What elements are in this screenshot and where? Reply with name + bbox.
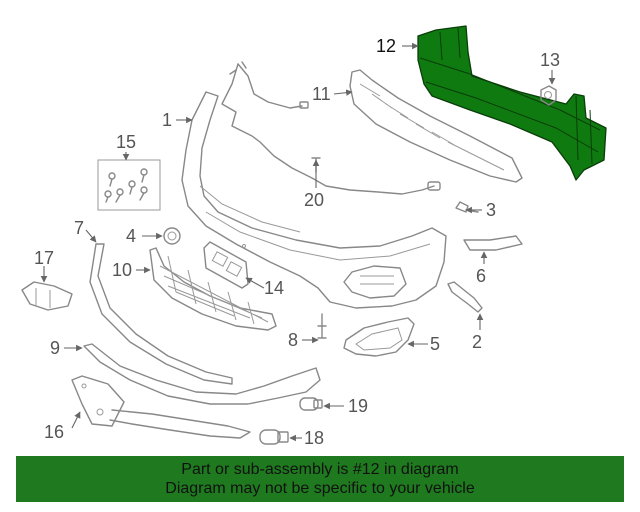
- lower-grille-part-10[interactable]: [149, 247, 277, 331]
- callout-1: 1: [162, 110, 172, 130]
- callout-17: 17: [34, 248, 54, 268]
- clips-kit-part-15[interactable]: [97, 159, 161, 211]
- callout-16: 16: [44, 422, 64, 442]
- parts-diagram: 12 13 11 1 15 20 3 4 7 6 10 17 14 2 8 5 …: [21, 25, 607, 448]
- callout-14: 14: [264, 278, 284, 298]
- energy-absorber-part-11[interactable]: [349, 69, 523, 183]
- banner-line-1: Part or sub-assembly is #12 in diagram: [181, 461, 459, 478]
- bumper-cover-part-1[interactable]: [181, 91, 447, 309]
- info-banner: Part or sub-assembly is #12 in diagram D…: [16, 456, 624, 502]
- stud-part-8[interactable]: [317, 313, 327, 339]
- side-trim-part-6[interactable]: [463, 235, 523, 251]
- callout-13: 13: [540, 50, 560, 70]
- fog-bezel-part-5[interactable]: [343, 317, 415, 357]
- callout-7: 7: [74, 218, 84, 238]
- callout-5: 5: [430, 334, 440, 354]
- callout-4: 4: [126, 226, 136, 246]
- reinforcement-bar-part-12[interactable]: [417, 25, 607, 181]
- nut-part-13[interactable]: [540, 85, 557, 106]
- callout-20: 20: [304, 190, 324, 210]
- callout-2: 2: [472, 332, 482, 352]
- lower-lip-part-9[interactable]: [83, 343, 321, 405]
- sensor-part-19[interactable]: [299, 397, 323, 411]
- leader-lines: [40, 42, 556, 442]
- sensor-part-18[interactable]: [259, 429, 289, 445]
- callout-8: 8: [288, 330, 298, 350]
- callout-9: 9: [50, 338, 60, 358]
- banner-line-2: Diagram may not be specific to your vehi…: [165, 480, 475, 497]
- skid-plate-part-16[interactable]: [71, 375, 251, 439]
- bracket-part-2[interactable]: [447, 281, 483, 313]
- callout-11: 11: [312, 84, 331, 104]
- callout-6: 6: [476, 266, 486, 286]
- plate-bracket-part-14[interactable]: [203, 241, 249, 289]
- wiring-harness-part-20[interactable]: [221, 61, 441, 195]
- sensor-bracket-part-17[interactable]: [21, 281, 73, 311]
- callout-12: 12: [376, 36, 396, 56]
- cap-part-4[interactable]: [163, 227, 181, 245]
- callout-3: 3: [486, 200, 496, 220]
- callout-10: 10: [112, 260, 132, 280]
- lower-trim-part-7[interactable]: [89, 243, 233, 385]
- callout-labels: 12 13 11 1 15 20 3 4 7 6 10 17 14 2 8 5 …: [34, 36, 560, 448]
- callout-19: 19: [348, 396, 368, 416]
- callout-15: 15: [116, 132, 136, 152]
- callout-18: 18: [304, 428, 324, 448]
